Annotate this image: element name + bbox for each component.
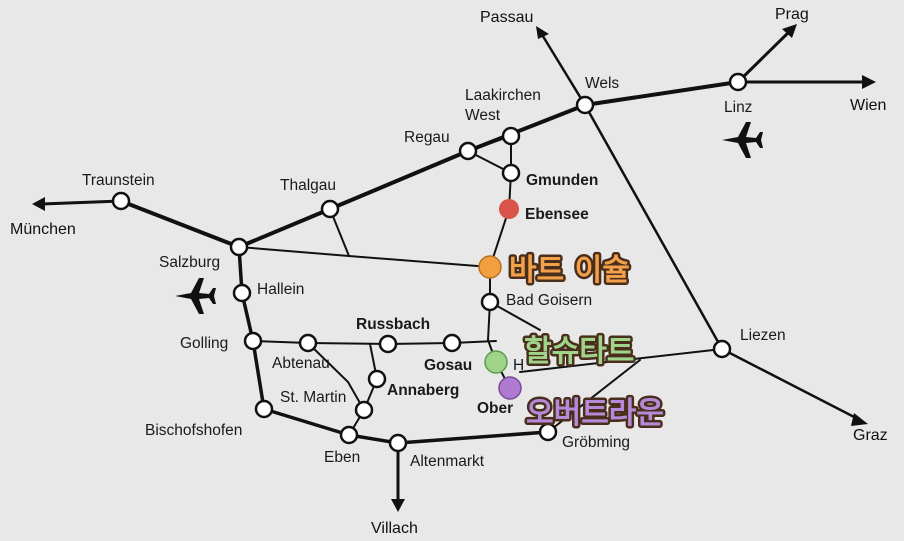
airplane-icons bbox=[175, 122, 763, 314]
station-liezen[interactable] bbox=[712, 339, 732, 359]
label-altenmarkt: Altenmarkt bbox=[410, 453, 485, 470]
arrow-graz bbox=[851, 413, 868, 426]
station-salzburg[interactable] bbox=[229, 237, 249, 257]
label-laakirchen-1: Laakirchen bbox=[465, 87, 541, 104]
label-bad-goisern: Bad Goisern bbox=[506, 292, 592, 309]
station-annaberg[interactable] bbox=[367, 369, 387, 389]
label-groebming: Gröbming bbox=[562, 434, 630, 451]
arrow-passau bbox=[536, 26, 549, 39]
station-wels[interactable] bbox=[575, 95, 595, 115]
arrow-prag bbox=[782, 24, 797, 38]
label-golling: Golling bbox=[180, 335, 228, 352]
destination-muenchen: München bbox=[10, 221, 76, 238]
station-thalgau[interactable] bbox=[320, 199, 340, 219]
line-bad-goisern-connector bbox=[489, 301, 541, 331]
label-laakirchen-2: West bbox=[465, 107, 501, 124]
arrow-villach bbox=[391, 499, 405, 512]
overlay-label-hallstatt: 할슈타트 bbox=[524, 334, 634, 369]
station-ebensee-highlight[interactable] bbox=[499, 199, 519, 219]
line-wels-passau bbox=[539, 31, 587, 107]
label-st-martin: St. Martin bbox=[280, 389, 346, 406]
label-russbach: Russbach bbox=[356, 316, 430, 333]
destination-wien: Wien bbox=[850, 97, 886, 114]
main-line-salzburg-bischofshofen bbox=[237, 245, 266, 411]
station-labels: Wels Linz Laakirchen West Regau Gmunden … bbox=[82, 75, 786, 470]
label-ebensee: Ebensee bbox=[525, 206, 589, 223]
station-linz[interactable] bbox=[728, 72, 748, 92]
line-linz-prag bbox=[736, 28, 793, 84]
destination-prag: Prag bbox=[775, 6, 809, 23]
label-wels: Wels bbox=[585, 75, 619, 92]
label-obertraun-partial: Ober bbox=[477, 400, 513, 417]
station-obertraun-highlight[interactable] bbox=[498, 376, 522, 400]
station-regau[interactable] bbox=[458, 141, 478, 161]
station-bischofshofen[interactable] bbox=[254, 399, 274, 419]
arrow-wien bbox=[862, 75, 876, 89]
korean-overlay-labels: 바트 이슐 할슈타트 오버트라운 bbox=[507, 251, 667, 434]
label-abtenau: Abtenau bbox=[272, 355, 330, 372]
destination-passau: Passau bbox=[480, 9, 533, 26]
stations bbox=[111, 72, 748, 453]
station-bad-goisern[interactable] bbox=[480, 292, 500, 312]
label-annaberg: Annaberg bbox=[387, 382, 459, 399]
line-groebming-liezen bbox=[547, 359, 641, 433]
label-hallstatt-partial: H bbox=[513, 357, 524, 374]
line-abtenau-stmartin bbox=[307, 342, 365, 436]
label-salzburg: Salzburg bbox=[159, 254, 220, 271]
station-russbach[interactable] bbox=[378, 334, 398, 354]
main-line-salzburg-traunstein bbox=[119, 199, 241, 249]
label-eben: Eben bbox=[324, 449, 360, 466]
label-bischofshofen: Bischofshofen bbox=[145, 422, 242, 439]
station-groebming[interactable] bbox=[538, 422, 558, 442]
main-line-bischofshofen-altenmarkt bbox=[262, 407, 550, 445]
station-bad-ischl-highlight[interactable] bbox=[478, 255, 502, 279]
main-line-traunstein-muenchen bbox=[40, 199, 123, 206]
line-hallstatt-liezen bbox=[519, 348, 723, 373]
label-traunstein: Traunstein bbox=[82, 172, 155, 189]
destination-labels: Passau Prag Wien München Graz Villach bbox=[10, 6, 888, 537]
label-gmunden: Gmunden bbox=[526, 172, 598, 189]
station-abtenau[interactable] bbox=[298, 333, 318, 353]
station-hallstatt-highlight[interactable] bbox=[484, 350, 508, 374]
label-linz: Linz bbox=[724, 99, 752, 116]
label-regau: Regau bbox=[404, 129, 450, 146]
station-laakirchen-west[interactable] bbox=[501, 126, 521, 146]
station-gosau[interactable] bbox=[442, 333, 462, 353]
station-golling[interactable] bbox=[243, 331, 263, 351]
station-hallein[interactable] bbox=[232, 283, 252, 303]
arrow-muenchen bbox=[32, 197, 45, 211]
station-gmunden[interactable] bbox=[501, 163, 521, 183]
label-liezen: Liezen bbox=[740, 327, 786, 344]
overlay-label-bad-ischl: 바트 이슐 bbox=[509, 253, 630, 288]
station-altenmarkt[interactable] bbox=[388, 433, 408, 453]
airplane-icon bbox=[722, 122, 763, 158]
airplane-icon bbox=[175, 278, 216, 314]
station-eben[interactable] bbox=[339, 425, 359, 445]
destination-graz: Graz bbox=[853, 427, 888, 444]
label-hallein: Hallein bbox=[257, 281, 304, 298]
station-traunstein[interactable] bbox=[111, 191, 131, 211]
overlay-label-obertraun: 오버트라운 bbox=[526, 396, 664, 431]
destination-villach: Villach bbox=[371, 520, 418, 537]
label-gosau: Gosau bbox=[424, 357, 472, 374]
station-st-martin[interactable] bbox=[354, 400, 374, 420]
label-thalgau: Thalgau bbox=[280, 177, 336, 194]
